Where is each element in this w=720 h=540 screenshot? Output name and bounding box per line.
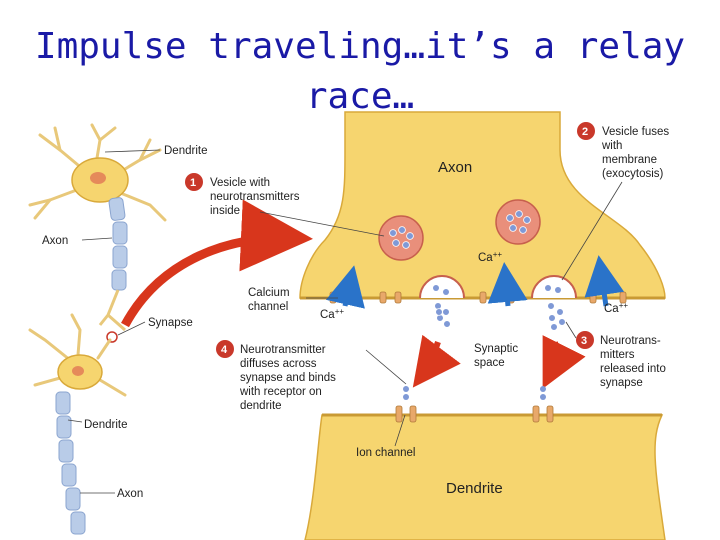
step-3-line-4: synapse: [600, 377, 643, 389]
label-axon-left: Axon: [42, 235, 68, 247]
step-1: 1 Vesicle with neurotransmitters inside: [185, 173, 385, 237]
step-4-line-1: Neurotransmitter: [240, 344, 326, 356]
overview-neuron: [28, 123, 167, 535]
step-4-number: 4: [221, 344, 228, 356]
step-4-line-2: diffuses across: [240, 358, 317, 370]
title-line-1: Impulse traveling…it’s a relay: [34, 26, 686, 67]
step-2-number: 2: [582, 126, 588, 138]
label-ion-channel: Ion channel: [356, 447, 415, 459]
step-3-badge: [576, 331, 594, 349]
left-leader-lines: [67, 149, 161, 494]
step-2-line-2: with: [601, 140, 622, 152]
fusing-vesicle-left: [419, 275, 465, 299]
label-axon-bottom: Axon: [117, 488, 143, 500]
step-4-badge: [216, 340, 234, 358]
step-2-line-3: membrane: [602, 154, 657, 166]
vesicle-left: [378, 215, 424, 261]
label-synaptic-space-1: Synaptic: [474, 343, 518, 355]
label-ca-upper: Ca++: [478, 250, 502, 264]
step-2-badge: [577, 122, 595, 140]
zoom-arrow: [121, 199, 313, 328]
diffusion-arrow-right: [542, 335, 586, 389]
step-4-line-4: with receptor on: [239, 386, 322, 398]
diffusion-arrow-left: [412, 334, 461, 388]
title-line-2: race…: [305, 76, 415, 117]
step-1-number: 1: [190, 177, 196, 189]
step-2-line-1: Vesicle fuses: [602, 126, 669, 138]
label-dendrite-top: Dendrite: [164, 145, 207, 157]
step-1-badge: [185, 173, 203, 191]
step-4-line-5: dendrite: [240, 400, 282, 412]
step-4: 4 Neurotransmitter diffuses across synap…: [216, 340, 407, 412]
released-neurotransmitters: [434, 302, 566, 331]
label-calcium-channel-1: Calcium: [248, 287, 290, 299]
synapse-marker: [106, 331, 118, 343]
lower-dendrites: [28, 313, 127, 397]
slide-title: Impulse traveling…it’s a relay race…: [0, 22, 720, 122]
vesicle-right: [495, 199, 541, 245]
label-ca-right: Ca++: [604, 301, 628, 315]
bound-neurotransmitters: [403, 386, 546, 400]
calcium-arrow-right: [584, 255, 625, 307]
label-calcium-channel-2: channel: [248, 301, 288, 313]
step-1-line-1: Vesicle with: [210, 177, 270, 189]
receptor-channels: [395, 405, 554, 423]
upper-nucleus: [90, 172, 106, 184]
step-4-line-3: synapse and binds: [240, 372, 336, 384]
step-3-line-2: mitters: [600, 349, 635, 361]
calcium-arrow-left: [325, 265, 365, 309]
step-3-number: 3: [581, 335, 587, 347]
step-3: 3 Neurotrans- mitters released into syna…: [565, 321, 666, 389]
fusing-vesicle-right: [531, 275, 577, 299]
postsynaptic-dendrite: [304, 386, 666, 540]
step-2-line-4: (exocytosis): [602, 168, 664, 180]
upper-axon-myelin: [108, 197, 128, 291]
label-dendrite-post: Dendrite: [446, 480, 503, 497]
label-axon-terminal: Axon: [438, 159, 472, 176]
step-1-line-3: inside: [210, 205, 240, 217]
step-3-line-1: Neurotrans-: [600, 335, 661, 347]
calcium-arrow-middle: [487, 262, 528, 307]
label-dendrite-bottom: Dendrite: [84, 419, 127, 431]
label-ca-left: Ca++: [320, 307, 344, 321]
lower-axon-myelin: [55, 391, 86, 535]
step-2: 2 Vesicle fuses with membrane (exocytosi…: [561, 122, 669, 281]
label-synapse: Synapse: [148, 317, 193, 329]
label-synaptic-space-2: space: [474, 357, 505, 369]
step-3-line-3: released into: [600, 363, 666, 375]
step-1-line-2: neurotransmitters: [210, 191, 300, 203]
lower-nucleus: [72, 366, 84, 376]
